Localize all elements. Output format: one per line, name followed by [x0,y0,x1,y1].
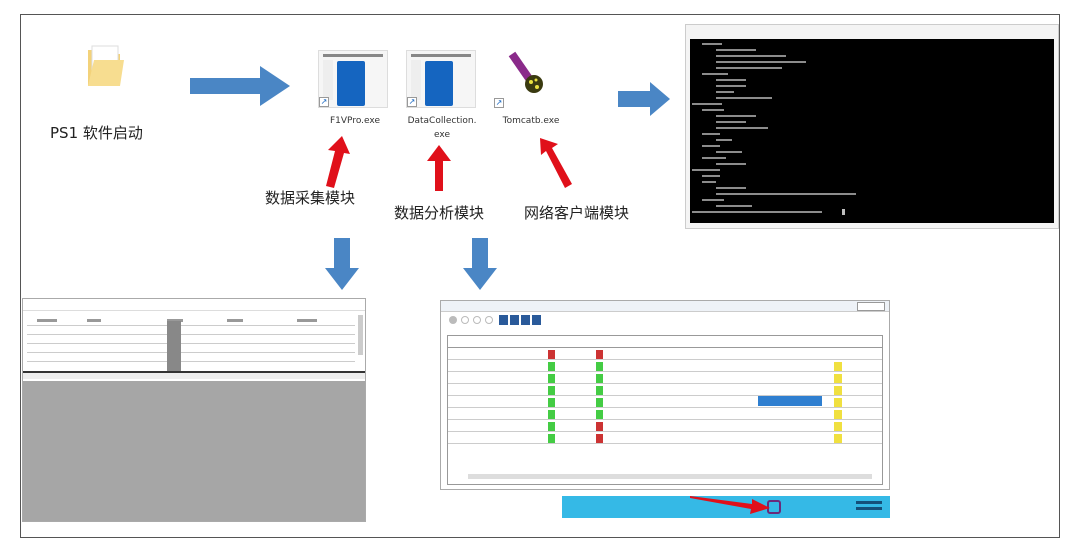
datacollection-filename-ext: exe [434,130,450,140]
module-label-analysis: 数据分析模块 [394,204,485,222]
red-arrow-icon [326,136,350,188]
window-controls[interactable] [857,302,885,311]
console-window [685,24,1059,229]
scrollbar[interactable] [358,315,363,355]
right-arrow-icon [618,82,670,116]
red-arrow-icon [427,145,451,191]
toolbar [445,315,555,325]
module-label-network-client: 网络客户端模块 [524,204,630,222]
console-output [690,39,1054,223]
red-arrow-icon [540,138,572,188]
tomcat-filename: Tomcatb.exe [502,116,560,126]
collection-window [22,298,366,522]
down-arrow-icon [325,238,359,290]
datacollection-exe-icon[interactable]: ↗ [406,50,476,108]
datacollection-filename: DataCollection. [407,116,477,126]
f1vpro-exe-icon[interactable]: ↗ [318,50,388,108]
analysis-window [440,300,890,490]
collection-table [27,315,355,371]
selected-cell[interactable] [758,396,822,406]
red-arrow-icon [690,496,770,514]
horizontal-scrollbar[interactable] [468,474,872,479]
analysis-table [447,335,883,485]
start-label: PS1 软件启动 [50,124,143,142]
f1vpro-filename: F1VPro.exe [329,116,380,126]
folder-icon [84,40,126,90]
diagram-frame [20,14,1060,538]
down-arrow-icon [463,238,497,290]
right-arrow-icon [190,66,290,106]
tomcat-exe-icon[interactable]: ↗ [494,44,564,108]
module-label-collection: 数据采集模块 [265,189,356,207]
